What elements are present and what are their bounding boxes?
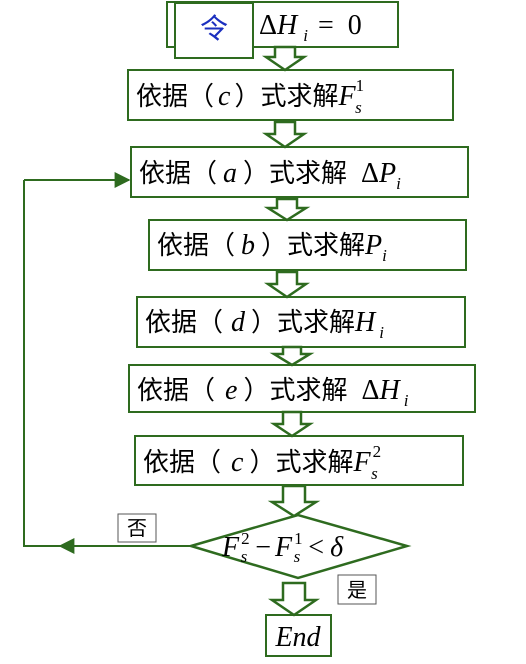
block-arrow-down xyxy=(261,120,309,149)
block-arrow-down xyxy=(263,270,311,299)
no-label-box: 否 xyxy=(117,513,157,543)
loop-back-connector xyxy=(23,172,191,554)
ling-label: 令 xyxy=(200,12,228,45)
yes-label-box: 是 xyxy=(337,574,377,605)
block-arrow-down xyxy=(263,197,311,222)
block-arrows xyxy=(261,45,321,617)
ling-box xyxy=(174,2,254,59)
block-arrow-down xyxy=(261,45,309,72)
block-arrow-down xyxy=(267,484,321,518)
loop-vertical-line xyxy=(23,180,60,547)
end-label: End xyxy=(274,622,321,653)
step-box-pi: 依据（b）式求解Pi xyxy=(148,219,467,271)
no-label: 否 xyxy=(127,516,147,540)
yes-label: 是 xyxy=(347,578,367,602)
step-text: 依据（b）式求解Pi xyxy=(157,230,387,265)
block-arrow-down xyxy=(267,581,321,617)
block-arrow-down xyxy=(269,410,315,438)
block-arrow-down xyxy=(269,345,315,367)
end-box: End xyxy=(265,614,332,657)
